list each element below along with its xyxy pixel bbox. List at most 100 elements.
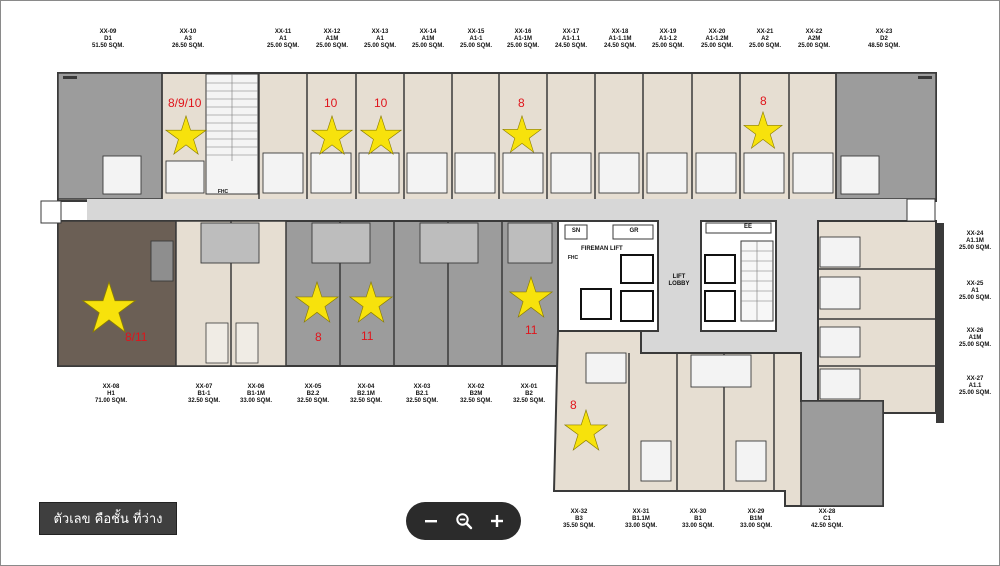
unit-code: XX-18 [611, 29, 629, 35]
floor-number: 8/11 [125, 330, 148, 344]
unit-code: XX-07 [195, 384, 213, 390]
unit-code: XX-19 [659, 29, 677, 35]
unit-type: A2M [807, 36, 821, 42]
unit-size: 48.50 SQM. [867, 43, 900, 49]
unit-type: A1-1.1M [608, 36, 632, 42]
floor-number: 10 [374, 96, 388, 110]
available-star[interactable] [349, 281, 393, 323]
unit-code: XX-09 [99, 29, 117, 35]
unit-code: XX-26 [966, 328, 984, 334]
available-star[interactable] [360, 115, 402, 155]
fhc-label: FHC [567, 255, 579, 261]
unit-code: XX-32 [570, 509, 588, 515]
zoom-reset-button[interactable] [451, 508, 477, 534]
available-star[interactable] [311, 115, 353, 155]
unit-type: H1 [107, 391, 115, 397]
unit-code: XX-08 [102, 384, 120, 390]
unit-type: B2M [469, 391, 483, 397]
unit-code: XX-30 [689, 509, 707, 515]
unit-type: A1M [968, 335, 982, 341]
unit-code: XX-24 [966, 231, 984, 237]
unit-type: A1-1.1 [561, 36, 580, 42]
legend-label: ตัวเลข คือชั้น ที่ว่าง [39, 502, 177, 535]
unit-type: A1M [325, 36, 339, 42]
unit-type: A1-1 [469, 36, 483, 42]
unit-type: B1-1M [246, 391, 265, 397]
unit-type: A1.1M [966, 238, 984, 244]
available-star[interactable] [81, 281, 137, 333]
unit-size: 25.00 SQM. [411, 43, 444, 49]
unit-code: XX-13 [371, 29, 389, 35]
unit-type: B2.1M [357, 391, 375, 397]
unit-code: XX-12 [323, 29, 341, 35]
fhc-label: FHC [217, 189, 229, 195]
floor-number: 10 [324, 96, 338, 110]
zoom-out-button[interactable] [418, 508, 444, 534]
available-star[interactable] [502, 115, 542, 153]
floor-number: 8/9/10 [168, 96, 202, 110]
unit-size: 32.50 SQM. [296, 398, 329, 404]
unit-code: XX-05 [304, 384, 322, 390]
available-star[interactable] [564, 409, 608, 451]
unit-size: 25.00 SQM. [651, 43, 684, 49]
unit-code: XX-28 [818, 509, 836, 515]
unit-code: XX-20 [708, 29, 726, 35]
available-star[interactable] [509, 276, 553, 318]
available-star[interactable] [295, 281, 339, 323]
available-star[interactable] [743, 111, 783, 149]
unit-size: 33.00 SQM. [739, 523, 772, 529]
unit-size: 25.00 SQM. [958, 295, 991, 301]
unit-size: 35.50 SQM. [562, 523, 595, 529]
unit-type: A1.1 [968, 383, 982, 389]
unit-code: XX-04 [357, 384, 375, 390]
zoom-in-button[interactable] [484, 508, 510, 534]
unit-type: C1 [823, 516, 831, 522]
floor-number: 8 [518, 96, 525, 110]
sn-label: SN [571, 228, 581, 234]
unit-code: XX-31 [632, 509, 650, 515]
unit-type: B3 [575, 516, 583, 522]
unit-size: 25.00 SQM. [797, 43, 830, 49]
unit-type: A1-1M [513, 36, 532, 42]
unit-type: D1 [104, 36, 112, 42]
unit-size: 25.00 SQM. [700, 43, 733, 49]
magnifier-icon [455, 513, 472, 530]
unit-type: B2.2 [306, 391, 320, 397]
unit-size: 25.00 SQM. [958, 245, 991, 251]
minus-icon [424, 520, 437, 523]
available-star[interactable] [165, 115, 207, 155]
unit-size: 33.00 SQM. [239, 398, 272, 404]
unit-size: 32.50 SQM. [405, 398, 438, 404]
unit-type: B1 [694, 516, 702, 522]
unit-type: A1-1.2M [705, 36, 729, 42]
floor-number: 8 [760, 94, 767, 108]
unit-size: 32.50 SQM. [459, 398, 492, 404]
plus-icon [490, 515, 503, 527]
floor-number: 8 [315, 330, 322, 344]
floor-number: 8 [570, 398, 577, 412]
unit-size: 32.50 SQM. [349, 398, 382, 404]
